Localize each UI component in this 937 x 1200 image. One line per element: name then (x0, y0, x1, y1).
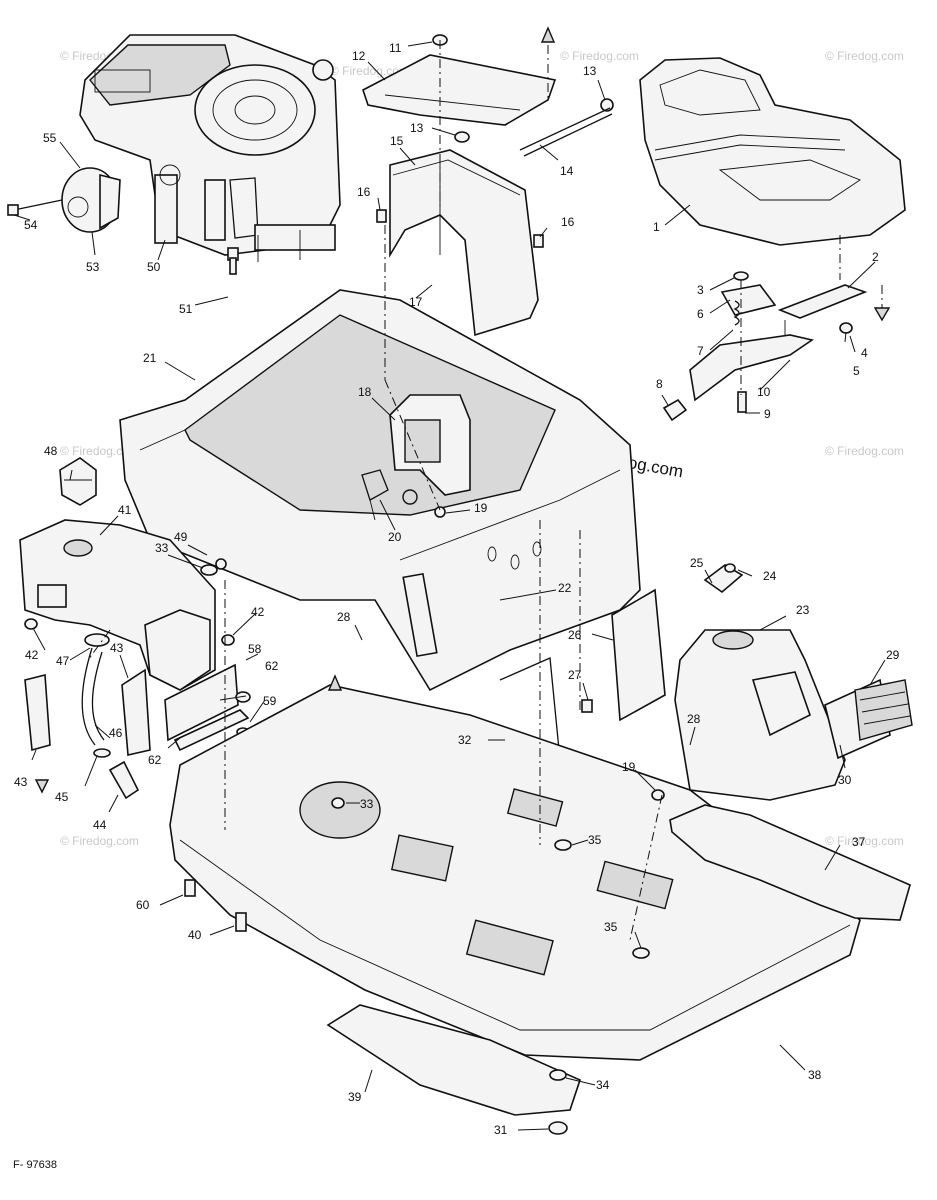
callout-43: 43 (14, 775, 28, 789)
seat-hardware (662, 271, 891, 422)
callout-18: 18 (358, 385, 372, 399)
callout-3: 3 (697, 283, 704, 297)
callout-20: 20 (388, 530, 402, 544)
arrow-down-icon (34, 779, 50, 794)
callout-35: 35 (588, 833, 602, 847)
arrow-up-icon (540, 26, 556, 43)
tank-brackets (24, 668, 151, 794)
callout-33: 33 (155, 541, 169, 555)
callout-9: 9 (764, 407, 771, 421)
alignment-lines (87, 26, 841, 941)
callout-13: 13 (583, 64, 597, 78)
callout-28: 28 (337, 610, 351, 624)
callout-41: 41 (118, 503, 132, 517)
callout-23: 23 (796, 603, 810, 617)
callout-27: 27 (568, 668, 582, 682)
engine (79, 34, 341, 262)
callout-51: 51 (179, 302, 193, 316)
callout-29: 29 (886, 648, 900, 662)
watermark-text: © Firedog.com (330, 64, 409, 78)
arrow-down-icon (873, 307, 891, 322)
callout-50: 50 (147, 260, 161, 274)
watermark-text: © Firedog.com (60, 834, 139, 848)
callout-12: 12 (352, 49, 366, 63)
callout-48: 48 (44, 444, 58, 458)
callout-1: 1 (653, 220, 660, 234)
watermark-text: © Firedog.com (825, 834, 904, 848)
floor-mats (326, 804, 911, 1116)
callout-7: 7 (697, 344, 704, 358)
callout-6: 6 (697, 307, 704, 321)
callout-42: 42 (251, 605, 265, 619)
callout-14: 14 (560, 164, 574, 178)
callout-40: 40 (188, 928, 202, 942)
frame-floor-pan (169, 674, 861, 1061)
bolt-51 (227, 247, 239, 275)
callout-54: 54 (24, 218, 38, 232)
callout-58: 58 (248, 642, 262, 656)
callout-55: 55 (43, 131, 57, 145)
callout-31: 31 (494, 1123, 508, 1137)
callout-4: 4 (861, 346, 868, 360)
leader-lines (13, 41, 886, 1131)
rod (519, 107, 613, 157)
callout-labels: 1 2 3 4 5 6 7 8 9 10 11 12 13 13 14 15 1… (14, 41, 900, 1137)
arrow-up-icon (327, 674, 343, 691)
fuel-line (81, 633, 140, 800)
callout-35: 35 (604, 920, 618, 934)
callout-38: 38 (808, 1068, 822, 1082)
callout-26: 26 (568, 628, 582, 642)
steering-tower (611, 563, 913, 801)
seat (639, 57, 906, 246)
callout-60: 60 (136, 898, 150, 912)
callout-19: 19 (474, 501, 488, 515)
callout-59: 59 (263, 694, 277, 708)
callout-5: 5 (853, 364, 860, 378)
callout-25: 25 (690, 556, 704, 570)
figure-number: F- 97638 (13, 1159, 57, 1171)
seat-support (376, 149, 544, 337)
callout-2: 2 (872, 250, 879, 264)
callout-43: 43 (110, 641, 124, 655)
callout-37: 37 (852, 835, 866, 849)
starter-motor (7, 167, 121, 233)
callout-32: 32 (458, 733, 472, 747)
watermark-text: © Firedog.com (60, 444, 139, 458)
callout-47: 47 (56, 654, 70, 668)
callout-24: 24 (763, 569, 777, 583)
callout-21: 21 (143, 351, 157, 365)
callout-11: 11 (389, 41, 402, 55)
callout-13: 13 (410, 121, 424, 135)
callout-16: 16 (357, 185, 371, 199)
callout-53: 53 (86, 260, 100, 274)
callout-8: 8 (656, 377, 663, 391)
callout-19: 19 (622, 760, 636, 774)
callout-17: 17 (409, 295, 423, 309)
callout-49: 49 (174, 530, 188, 544)
watermark-text: © Firedog.com (560, 49, 639, 63)
callout-28: 28 (687, 712, 701, 726)
callout-16: 16 (561, 215, 575, 229)
callout-30: 30 (838, 773, 852, 787)
fuel-tank (19, 457, 216, 691)
watermark-text: © Firedog.com (825, 49, 904, 63)
callout-44: 44 (93, 818, 107, 832)
callout-22: 22 (558, 581, 572, 595)
callout-34: 34 (596, 1078, 610, 1092)
callout-10: 10 (757, 385, 771, 399)
callout-15: 15 (390, 134, 404, 148)
callout-62: 62 (148, 753, 162, 767)
callout-46: 46 (109, 726, 123, 740)
callout-62: 62 (265, 659, 279, 673)
callout-39: 39 (348, 1090, 362, 1104)
dash-panel (361, 394, 471, 521)
callout-45: 45 (55, 790, 69, 804)
callout-33: 33 (360, 797, 374, 811)
callout-42: 42 (25, 648, 39, 662)
heat-shield (164, 663, 251, 752)
watermark-text: © Firedog.com (825, 444, 904, 458)
